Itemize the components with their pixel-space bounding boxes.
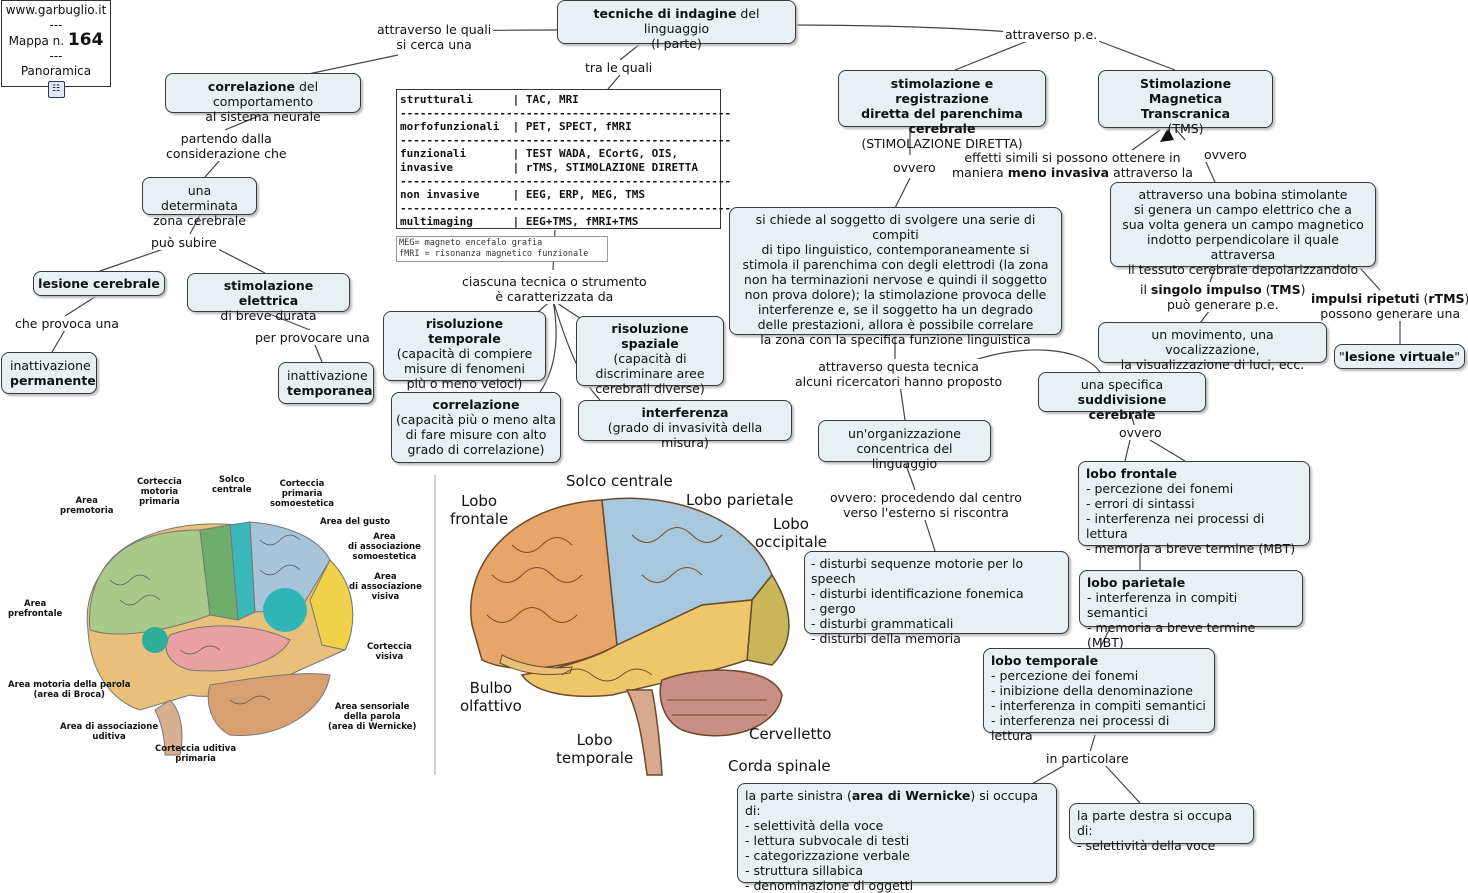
label-area-gusto: Area del gusto [320, 517, 391, 527]
separator: --- [49, 49, 63, 63]
label-area-broca: Area motoria della parola(area di Broca) [8, 680, 131, 700]
node-parte-destra[interactable]: la parte destra si occupa di:- selettivi… [1069, 803, 1254, 853]
label-corda-spinale: Corda spinale [728, 757, 831, 775]
map-icon[interactable]: ☷ [47, 81, 65, 98]
techniques-table: strutturali | TAC, MRI------------------… [396, 89, 731, 229]
label-tra-le-quali: tra le quali [583, 60, 655, 75]
site-info-box: www.garbuglio.it --- Mappa n. 164 --- Pa… [1, 0, 111, 98]
node-parte-sinistra[interactable]: la parte sinistra (area di Wernicke) si … [737, 783, 1057, 893]
node-disturbi[interactable]: - disturbi sequenze motorie per lo speec… [804, 551, 1069, 646]
node-diretta-descrizione[interactable]: si chiede al soggetto di svolgere una se… [729, 207, 1062, 347]
label-impulsi-ripetuti: impulsi ripetuti (rTMS)possono generare … [1309, 291, 1468, 321]
node-lesione-cerebrale[interactable]: lesione cerebrale [33, 271, 165, 296]
brain-lobes-image [470, 497, 790, 776]
site-url[interactable]: www.garbuglio.it [5, 3, 107, 17]
label-puo-subire: può subire [149, 235, 219, 250]
root-node[interactable]: tecniche di indagine del linguaggio(I pa… [557, 0, 796, 51]
brain-functional-areas-image [86, 521, 354, 756]
label-lobo-parietale: Lobo parietale [686, 491, 794, 509]
label-singolo-impulso: il singolo impulso (TMS)può generare p.e… [1138, 282, 1308, 312]
label-in-particolare: in particolare [1044, 751, 1131, 766]
label-per-provocare: per provocare una [253, 330, 372, 345]
map-number: Mappa n. 164 [8, 30, 104, 50]
node-lobo-frontale[interactable]: lobo frontale- percezione dei fonemi- er… [1078, 461, 1310, 556]
node-lesione-virtuale[interactable]: "lesione virtuale" [1334, 344, 1465, 369]
label-attraverso-pe: attraverso p.e. [1003, 27, 1100, 42]
node-lobo-parietale[interactable]: lobo parietale- interferenza in compiti … [1079, 570, 1303, 650]
label-ovvero-3: ovvero [1117, 425, 1164, 440]
separator: --- [49, 18, 63, 32]
node-risoluzione-temporale[interactable]: risoluzione temporale(capacità di compie… [383, 311, 546, 391]
label-che-provoca: che provoca una [13, 316, 121, 331]
node-interferenza[interactable]: interferenza(grado di invasività della m… [578, 400, 792, 450]
label-cervelletto: Cervelletto [749, 725, 832, 743]
node-movimento[interactable]: un movimento, una vocalizzazione,la visu… [1098, 322, 1327, 372]
node-lobo-temporale[interactable]: lobo temporale- percezione dei fonemi- i… [983, 648, 1215, 743]
view-label: Panoramica [20, 64, 92, 78]
label-ovvero-1: ovvero [891, 160, 938, 175]
label-ovvero-2: ovvero [1202, 147, 1249, 162]
label-solco-centrale-2: Solco centrale [566, 472, 673, 490]
